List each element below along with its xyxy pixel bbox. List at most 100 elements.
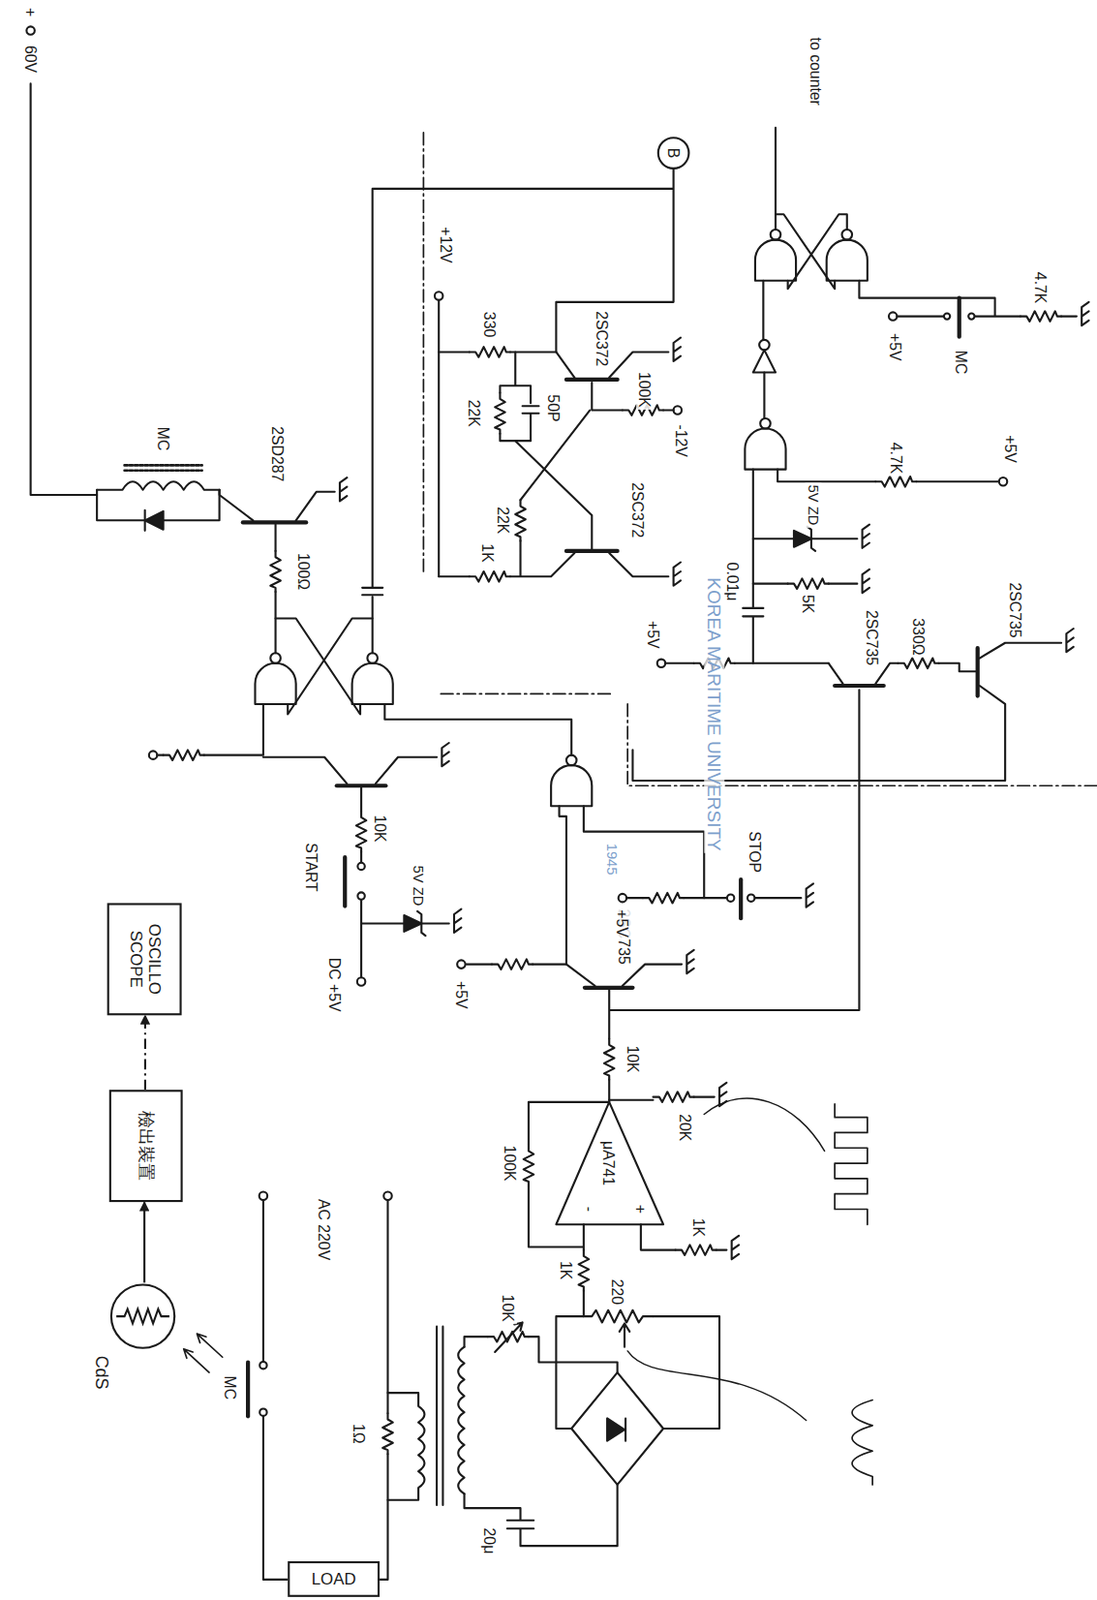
circuit-label: 20K: [676, 1111, 695, 1143]
schematic-part: [550, 764, 592, 806]
schematic-part: [356, 811, 367, 853]
schematic-part: [566, 755, 578, 766]
schematic-part: [469, 571, 511, 582]
schematic-part: [642, 892, 684, 904]
schematic-part: [270, 652, 281, 664]
circuit-label: 100Ω: [295, 550, 313, 592]
box-label: 檢出裝置: [135, 1097, 156, 1195]
circuit-label: +5V: [452, 978, 470, 1011]
circuit-label: 5V ZD: [805, 483, 823, 528]
schematic-part: [96, 489, 219, 531]
circuit-label: STOP: [746, 828, 764, 875]
schematic-part: [388, 1392, 426, 1500]
schematic-part: [618, 893, 627, 902]
circuit-label: 22K: [494, 504, 513, 536]
schematic-part: [703, 1097, 824, 1151]
schematic-part: [491, 958, 533, 970]
schematic-part: [96, 481, 219, 489]
schematic-part: [494, 393, 506, 434]
schematic-part: [515, 499, 526, 541]
schematic-part: [163, 749, 205, 761]
circuit-label: -: [580, 1204, 599, 1214]
cds-cell: CdS: [109, 1281, 178, 1350]
schematic-part: [515, 410, 592, 549]
circuit-label: 0.01μ: [724, 559, 742, 603]
schematic-part: [738, 879, 743, 918]
schematic-part: [339, 477, 347, 501]
circuit-label: B: [665, 146, 683, 161]
circuit-label: 10K: [623, 1042, 641, 1074]
circuit-label: +: [22, 5, 40, 19]
circuit-label: 2SC372: [593, 308, 611, 368]
circuit-label: 330: [481, 309, 499, 340]
circuit-label: 330Ω: [910, 615, 928, 657]
schematic-part: [761, 280, 764, 340]
circuit-label: MC: [154, 425, 173, 454]
circuit-label: 2SC735: [863, 608, 882, 668]
circuit-label: 1Ω: [350, 1421, 368, 1446]
circuit-label: +5V: [613, 907, 632, 940]
circuit-label: 2SC735: [1006, 579, 1025, 640]
schematic-part: [999, 477, 1007, 486]
circuit-label: 5V ZD: [410, 862, 427, 908]
schematic-part: [578, 1249, 590, 1291]
detector-box: 檢出裝置: [109, 1089, 183, 1202]
circuit-label: 10K: [371, 812, 390, 844]
schematic-part: [555, 1315, 720, 1429]
schematic-part: [826, 240, 868, 281]
circuit-label: +: [632, 1202, 650, 1216]
schematic-part: [640, 1223, 728, 1250]
circuit-label: 1K: [557, 1258, 576, 1282]
schematic-part: [436, 1326, 443, 1505]
schematic-part: [457, 959, 465, 968]
schematic-part: [755, 240, 796, 281]
schematic-part: [571, 1371, 664, 1485]
signal-arrow: [144, 1014, 147, 1090]
circuit-label: 1K: [690, 1216, 708, 1240]
schematic-part: [464, 1336, 618, 1372]
schematic-part: [657, 659, 666, 668]
schematic-part: [604, 1038, 615, 1080]
schematic-part: [494, 1321, 522, 1352]
schematic-part: [183, 1333, 223, 1372]
circuit-label: 4.7K: [886, 440, 905, 477]
schematic-part: [366, 652, 378, 664]
schematic-part: [523, 1144, 535, 1186]
schematic-part: [362, 169, 673, 653]
schematic-part: [145, 511, 164, 530]
circuit-label: 5K: [799, 592, 818, 616]
schematic-part: [673, 337, 681, 362]
schematic-part: [352, 663, 394, 704]
schematic-part: [619, 1322, 631, 1346]
schematic-part: [466, 689, 860, 1102]
schematic-part: [624, 1417, 627, 1440]
schematic-part: [775, 127, 848, 289]
schematic-part: [842, 229, 854, 241]
schematic-part: [875, 476, 916, 488]
circuit-label: 100K: [501, 1143, 519, 1184]
schematic-part: [357, 862, 365, 870]
instrument-box: OSCILLO SCOPE: [107, 902, 183, 1015]
schematic-part: [441, 742, 449, 766]
schematic-part: [968, 312, 975, 319]
schematic-part: [828, 663, 976, 684]
schematic-part: [270, 550, 281, 592]
schematic-part: [156, 703, 264, 756]
circuit-label: 100K: [636, 369, 654, 410]
circuit-label: 2SD287: [269, 424, 287, 484]
schematic-part: [727, 893, 734, 901]
schematic-part: [124, 464, 203, 470]
schematic-part: [434, 291, 443, 300]
schematic-part: [806, 883, 814, 907]
schematic-part: [583, 1310, 654, 1323]
schematic-part: [357, 976, 366, 985]
schematic-part: [607, 1417, 625, 1440]
schematic-part: [499, 351, 539, 441]
schematic-part: [673, 562, 681, 586]
circuit-label: AC 220V: [315, 1196, 334, 1262]
circuit-label: 1K: [479, 541, 497, 565]
schematic-part: [1066, 628, 1073, 652]
schematic-part: [760, 418, 771, 429]
circuit-label: 50P: [545, 392, 563, 424]
schematic-part: [357, 891, 365, 899]
